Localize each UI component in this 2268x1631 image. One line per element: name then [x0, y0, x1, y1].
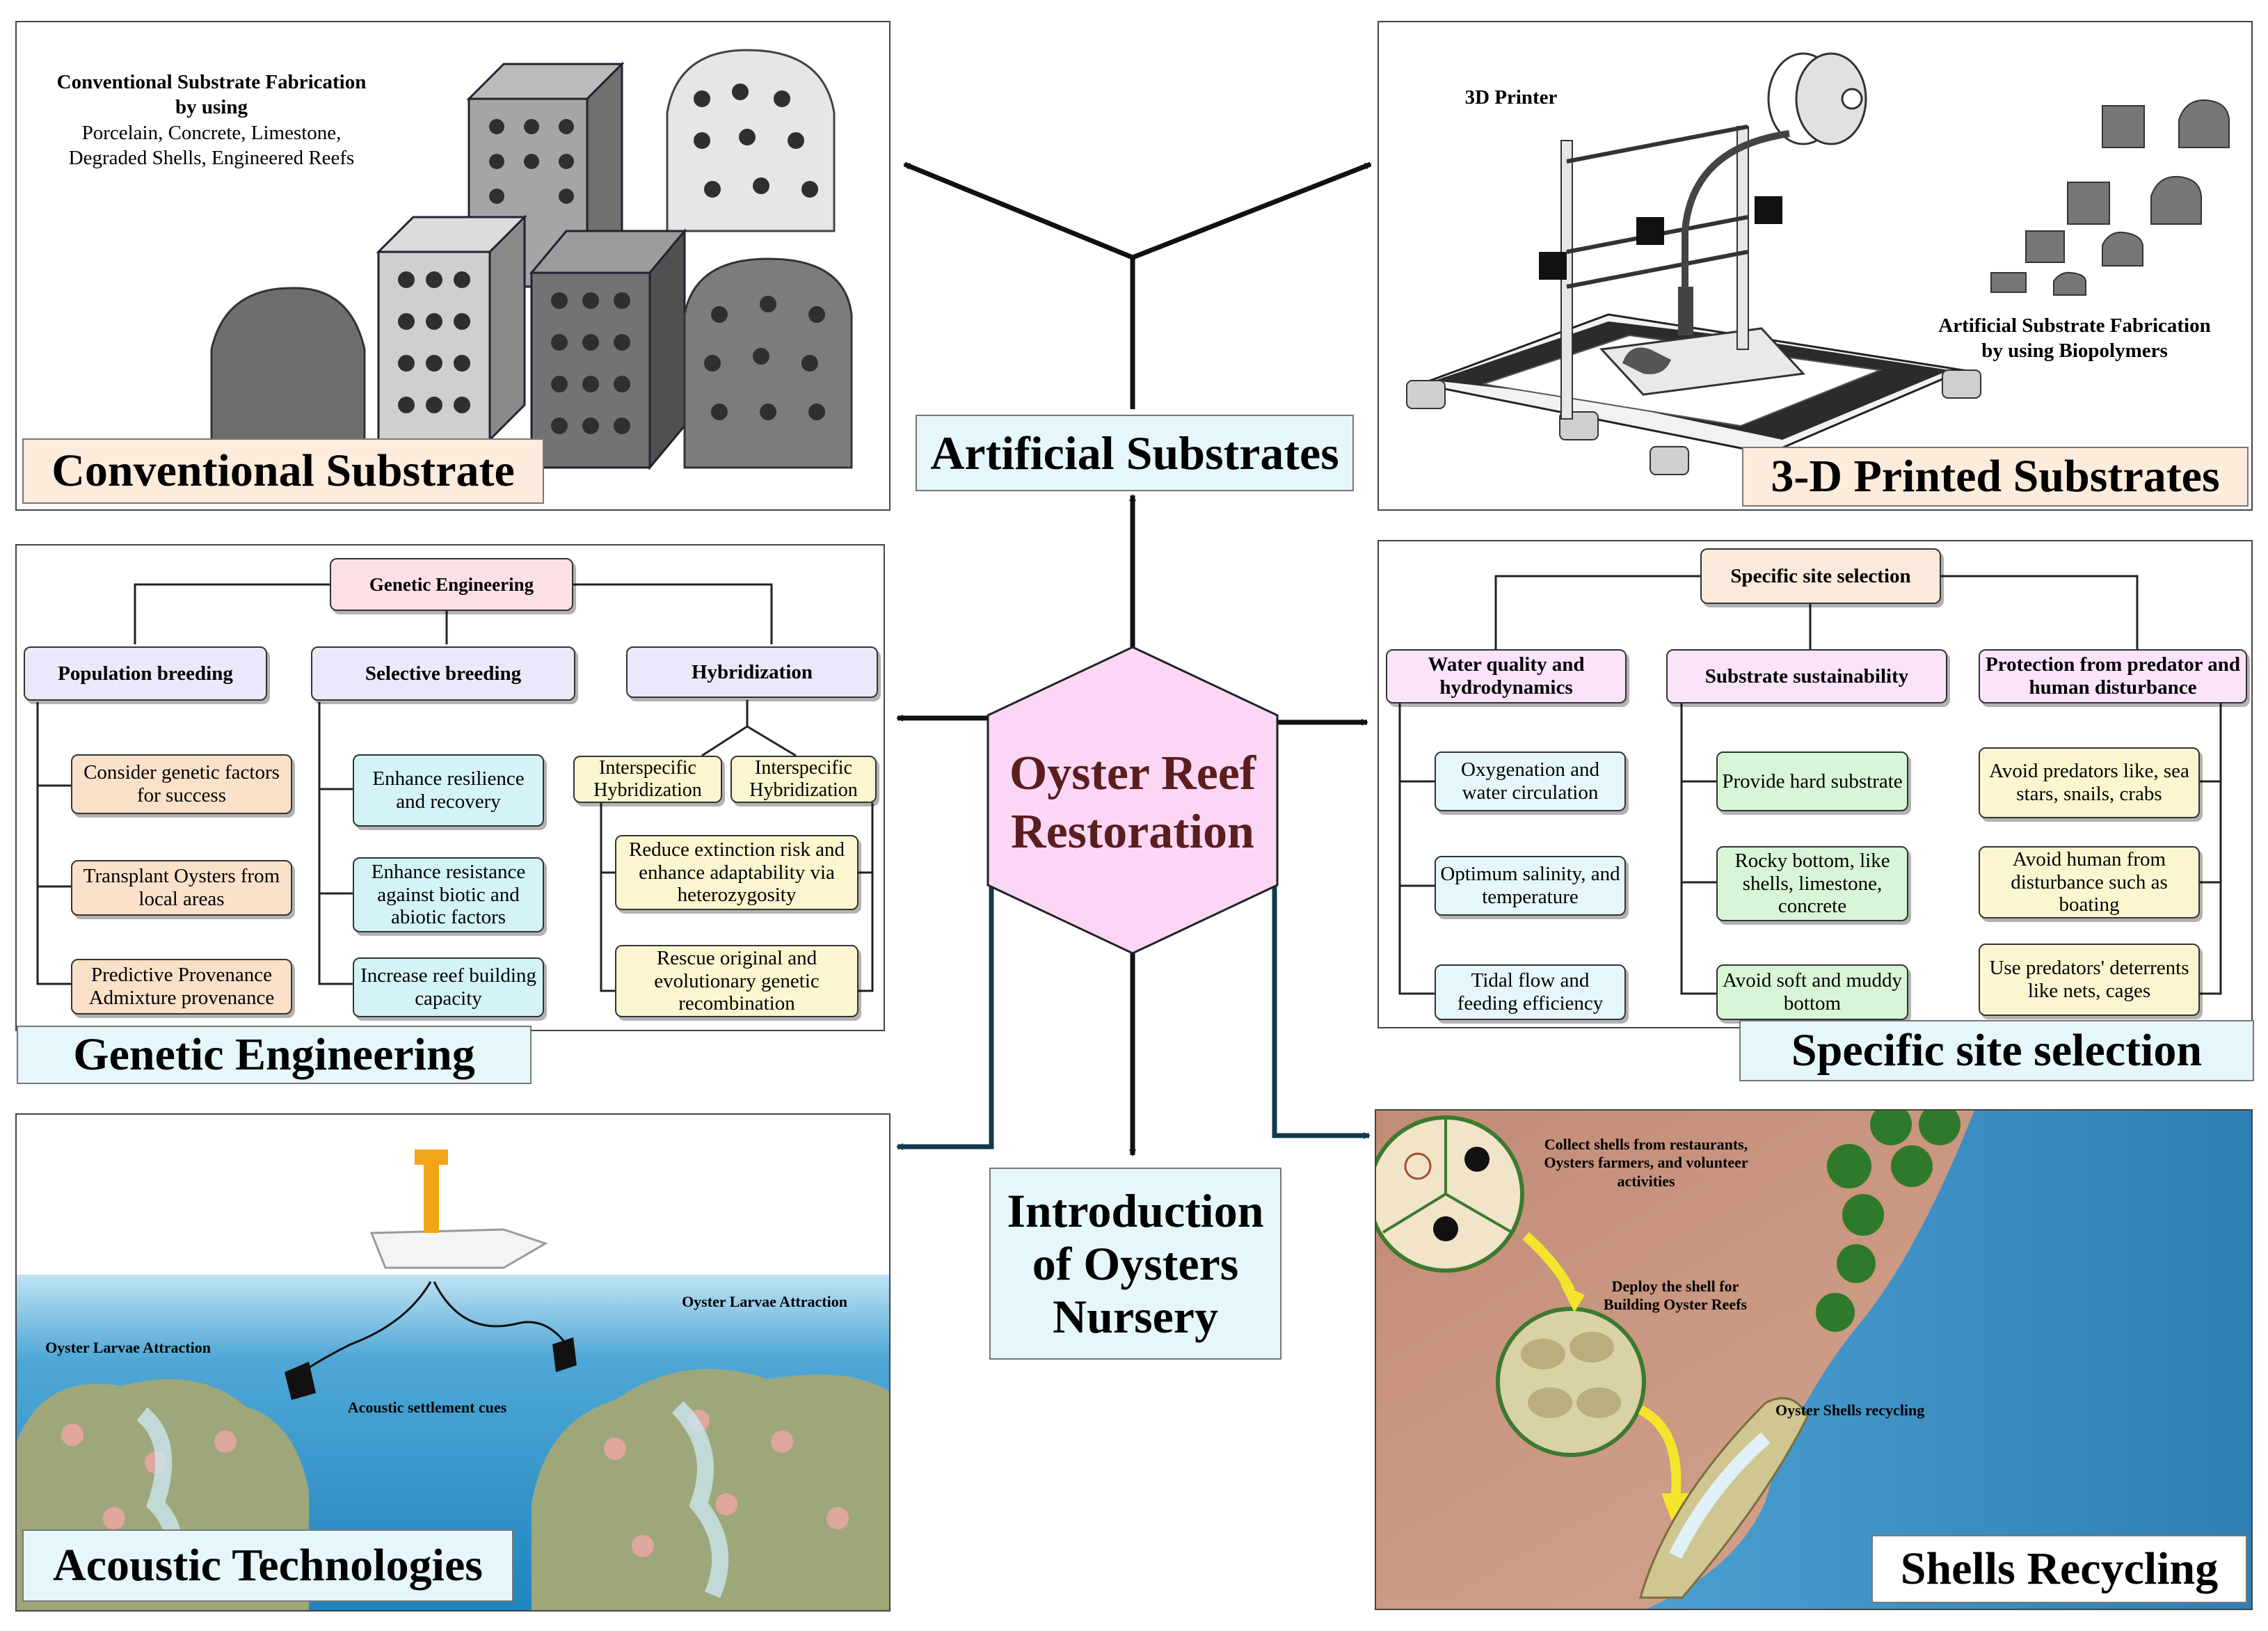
population-item-2: Transplant Oysters from local areas — [71, 860, 292, 916]
water-item-2: Optimum salinity, and temperature — [1435, 856, 1626, 916]
hybridization-node: Hybridization — [626, 646, 878, 698]
arrow-to-printed — [1131, 161, 1372, 260]
center-title: Oyster Reef Restoration — [988, 745, 1277, 861]
site-selection-label: Specific site selection — [1739, 1020, 2254, 1081]
population-item-1: Consider genetic factors for success — [71, 754, 292, 814]
hybridization-item-2: Rescue original and evolutionary genetic… — [615, 945, 859, 1017]
selective-breeding-node: Selective breeding — [311, 646, 575, 701]
genetic-root-node: Genetic Engineering — [330, 558, 573, 611]
hybridization-sub-2: Interspecific Hybridization — [730, 756, 877, 803]
substrate-sustainability-node: Substrate sustainability — [1666, 649, 1947, 703]
biopolymer-caption: Artificial Substrate Fabrication by usin… — [1935, 313, 2214, 364]
substrate-item-1: Provide hard substrate — [1716, 751, 1908, 811]
recycling-illustration — [1376, 1111, 2251, 1609]
water-item-1: Oxygenation and water circulation — [1435, 751, 1626, 811]
center-title-line1: Oyster Reef — [1009, 747, 1256, 800]
protection-item-1: Avoid predators like, sea stars, snails,… — [1979, 747, 2200, 818]
biopolymer-caption-line1: Artificial Substrate Fabrication — [1938, 315, 2211, 337]
printed-substrates-panel: 3D Printer — [1377, 21, 2253, 511]
conventional-heading-line2: by using — [175, 96, 248, 119]
population-breeding-node: Population breeding — [24, 646, 267, 701]
selective-item-1: Enhance resilience and recovery — [353, 754, 544, 827]
site-root-node: Specific site selection — [1700, 548, 1941, 604]
conventional-heading-line1: Conventional Substrate Fabrication — [56, 71, 367, 93]
arrow-to-acoustic — [896, 884, 994, 1150]
biopolymer-cubes — [1990, 99, 2230, 296]
arrow-group — [896, 161, 1372, 1156]
hybridization-item-1: Reduce extinction risk and enhance adapt… — [615, 835, 859, 910]
site-tree-lines — [1398, 575, 2222, 995]
protection-item-2: Avoid human from disturbance such as boa… — [1979, 846, 2200, 918]
arrow-to-conventional — [903, 161, 1134, 260]
population-item-3: Predictive Provenance Admixture provenan… — [71, 959, 292, 1015]
substrate-blocks-illustration — [210, 49, 853, 471]
water-quality-node: Water quality and hydrodynamics — [1386, 649, 1627, 703]
site-selection-panel: Specific site selection Water quality an… — [1377, 540, 2253, 1028]
protection-node: Protection from predator and human distu… — [1979, 649, 2247, 703]
conventional-heading: Conventional Substrate Fabrication by us… — [24, 70, 399, 170]
biopolymer-caption-line2: by using Biopolymers — [1981, 340, 2168, 363]
acoustic-technologies-label: Acoustic Technologies — [22, 1529, 513, 1602]
genetic-tree-lines — [36, 583, 874, 992]
artificial-substrates-label: Artificial Substrates — [916, 415, 1354, 491]
introduction-line2: of Oysters — [1032, 1236, 1239, 1290]
arrow-to-recycling — [1272, 884, 1371, 1139]
deploy-shells-text: Deploy the shell for Building Oyster Ree… — [1603, 1278, 1748, 1314]
conventional-materials-line1: Porcelain, Concrete, Limestone, — [81, 121, 342, 144]
shells-recycling-text: Oyster Shells recycling — [1775, 1401, 1925, 1419]
printer-label: 3D Printer — [1464, 86, 1558, 109]
printed-substrates-label: 3-D Printed Substrates — [1742, 447, 2249, 507]
conventional-substrate-panel: Conventional Substrate Fabrication by us… — [15, 21, 891, 511]
selective-item-3: Increase reef building capacity — [353, 957, 544, 1017]
3d-printer-illustration — [1406, 52, 2230, 475]
hybridization-sub-1: Interspecific Hybridization — [573, 756, 722, 803]
shells-recycling-panel: Collect shells from restaurants, Oysters… — [1375, 1109, 2253, 1610]
selective-item-2: Enhance resistance against biotic and ab… — [353, 857, 544, 932]
substrate-item-3: Avoid soft and muddy bottom — [1716, 964, 1908, 1020]
acoustic-cues-text: Acoustic settlement cues — [347, 1399, 507, 1416]
introduction-line1: Introduction — [1007, 1184, 1264, 1237]
larvae-attraction-left: Oyster Larvae Attraction — [45, 1339, 211, 1356]
block-holes — [398, 83, 825, 434]
center-title-line2: Restoration — [1011, 805, 1254, 859]
introduction-label: Introduction of Oysters Nursery — [989, 1168, 1281, 1360]
acoustic-technologies-panel: Oyster Larvae Attraction Oyster Larvae A… — [15, 1113, 891, 1612]
genetic-engineering-panel: Genetic Engineering Population breeding … — [15, 544, 885, 1031]
conventional-materials-line2: Degraded Shells, Engineered Reefs — [68, 146, 355, 169]
larvae-attraction-right: Oyster Larvae Attraction — [682, 1293, 847, 1310]
conventional-substrate-label: Conventional Substrate — [22, 438, 544, 504]
protection-item-3: Use predators' deterrents like nets, cag… — [1979, 944, 2200, 1016]
dark-arch-block — [210, 287, 366, 441]
introduction-line3: Nursery — [1053, 1290, 1218, 1344]
substrate-item-2: Rocky bottom, like shells, limestone, co… — [1716, 846, 1908, 921]
collect-shells-text: Collect shells from restaurants, Oysters… — [1544, 1136, 1748, 1190]
water-item-3: Tidal flow and feeding efficiency — [1435, 964, 1626, 1020]
genetic-engineering-label: Genetic Engineering — [17, 1026, 532, 1084]
shells-recycling-label: Shells Recycling — [1871, 1535, 2247, 1603]
